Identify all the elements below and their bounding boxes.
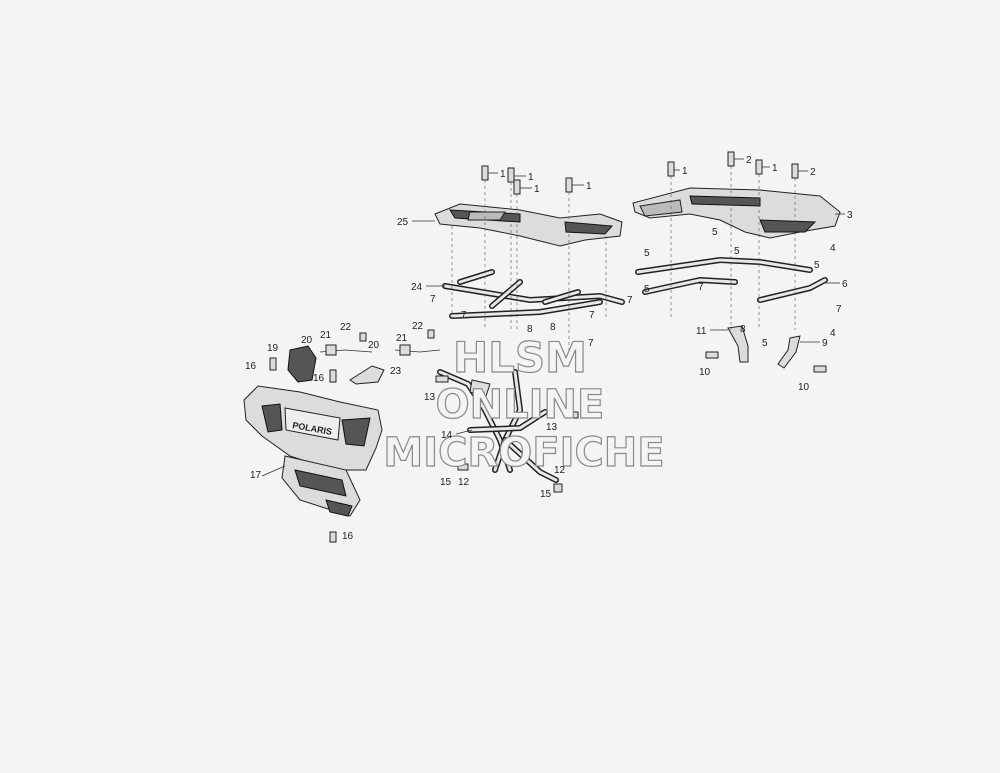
socket-20a[interactable]	[325, 344, 337, 356]
front-rack-tube[interactable]	[442, 269, 625, 319]
callout-3: 3	[847, 210, 853, 221]
front-bumper[interactable]: POLARIS	[243, 385, 383, 517]
callout-1: 1	[528, 172, 534, 183]
callout-16: 16	[342, 531, 354, 542]
callout-2: 2	[746, 155, 752, 166]
callout-5: 5	[814, 260, 820, 271]
callout-8: 8	[527, 324, 533, 335]
callout-13: 13	[546, 422, 558, 433]
callout-5: 5	[762, 338, 768, 349]
callout-9: 9	[822, 338, 828, 349]
callout-15: 15	[540, 489, 552, 500]
alignment-lines	[451, 166, 796, 350]
callout-12: 12	[554, 465, 566, 476]
bumper-frame[interactable]	[437, 369, 559, 483]
callout-4: 4	[830, 328, 836, 339]
callout-11: 11	[696, 326, 707, 337]
light-23[interactable]	[349, 365, 385, 385]
callout-5: 5	[712, 227, 718, 238]
callout-1: 1	[500, 169, 506, 180]
callout-5: 5	[644, 248, 650, 259]
callout-20: 20	[368, 340, 380, 351]
callout-22: 22	[340, 322, 352, 333]
callout-7: 7	[430, 294, 436, 305]
socket-20b[interactable]	[399, 344, 411, 356]
rear-rack-tube[interactable]	[635, 256, 828, 303]
callout-23: 23	[390, 366, 402, 377]
callout-7: 7	[588, 338, 594, 349]
watermark-line-1: HLSM	[453, 333, 587, 382]
watermark-line-2: ONLINE	[436, 382, 605, 428]
bolts[interactable]	[269, 151, 827, 543]
callout-25: 25	[397, 217, 409, 228]
callout-1: 1	[682, 166, 688, 177]
callout-1: 1	[534, 184, 540, 195]
callout-2: 2	[810, 167, 816, 178]
callout-8: 8	[550, 322, 556, 333]
callout-24: 24	[411, 282, 423, 293]
bracket-11[interactable]	[727, 325, 749, 363]
callout-16: 16	[313, 373, 325, 384]
callout-14: 14	[441, 430, 453, 441]
callout-7: 7	[698, 282, 704, 293]
callout-17: 17	[250, 470, 262, 481]
callout-21: 21	[320, 330, 332, 341]
callout-20: 20	[301, 335, 313, 346]
callout-13: 13	[424, 392, 436, 403]
callout-10: 10	[699, 367, 711, 378]
callout-leaders	[261, 158, 845, 477]
callout-22: 22	[412, 321, 424, 332]
front-rack[interactable]	[434, 203, 623, 247]
callout-1: 1	[772, 163, 778, 174]
watermark-line-3: MICROFICHE	[383, 430, 664, 476]
callout-1: 1	[586, 181, 592, 192]
rear-rack[interactable]	[632, 187, 841, 239]
bracket-9[interactable]	[777, 335, 801, 369]
callout-15: 15	[440, 477, 452, 488]
callout-12: 12	[458, 477, 470, 488]
bulb-22b[interactable]	[427, 329, 435, 339]
callout-5: 5	[734, 246, 740, 257]
callout-7: 7	[627, 295, 633, 306]
bulb-22a[interactable]	[359, 332, 367, 342]
callout-7: 7	[589, 310, 595, 321]
light-19[interactable]	[287, 345, 317, 383]
callout-5: 5	[644, 284, 650, 295]
callout-21: 21	[396, 333, 408, 344]
watermark: HLSM ONLINE MICROFICHE	[383, 332, 665, 476]
callout-10: 10	[798, 382, 810, 393]
callout-8: 8	[740, 324, 746, 335]
callout-4: 4	[830, 243, 836, 254]
callout-7: 7	[461, 310, 467, 321]
callouts: 1 1 1 1 1 1 2 2 3 25 24 6 4 4 5 5 5 5 5 …	[245, 155, 853, 542]
callout-7: 7	[836, 304, 842, 315]
callout-19: 19	[267, 343, 279, 354]
callout-16: 16	[245, 361, 257, 372]
callout-6: 6	[842, 279, 848, 290]
